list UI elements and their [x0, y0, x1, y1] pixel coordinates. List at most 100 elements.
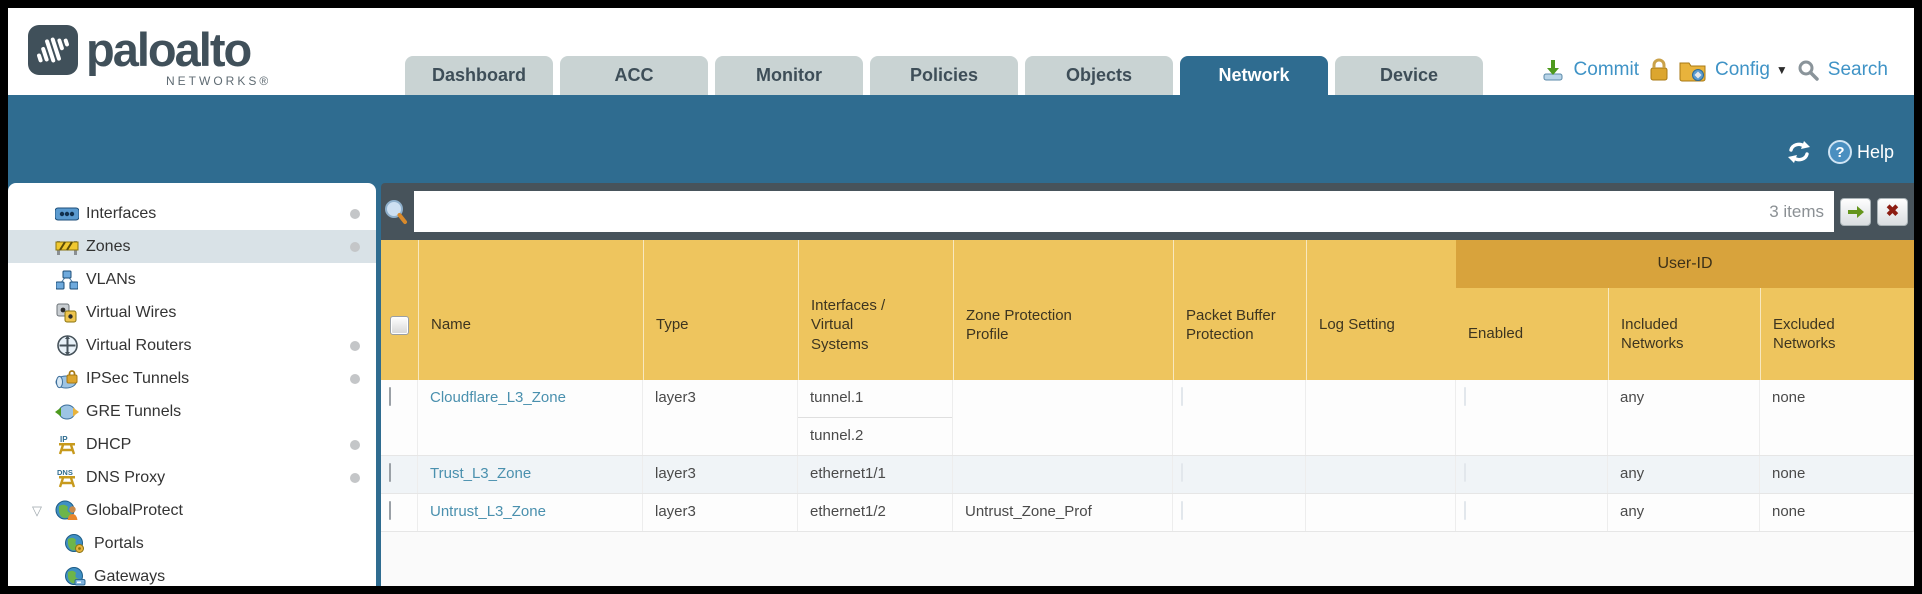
zone-name-link[interactable]: Untrust_L3_Zone — [430, 503, 546, 520]
filter-bar: 3 items ✖ — [381, 183, 1914, 240]
col-header-name[interactable]: Name — [418, 240, 643, 380]
network-nav-tree: Interfaces Zones VLANs — [8, 183, 376, 586]
packet-buffer-protection-checkbox[interactable] — [1181, 387, 1183, 406]
sidebar-item-label: IPSec Tunnels — [86, 369, 190, 387]
sidebar-item-zones[interactable]: Zones — [8, 230, 376, 263]
sidebar-item-vlans[interactable]: VLANs — [8, 263, 376, 296]
svg-text:DNS: DNS — [57, 468, 73, 477]
globalprotect-icon — [54, 500, 80, 522]
interface-entry: tunnel.1 — [798, 380, 952, 418]
tab-dashboard[interactable]: Dashboard — [405, 56, 553, 95]
sidebar-item-globalprotect[interactable]: ▽ GlobalProtect — [8, 494, 376, 527]
config-icon[interactable] — [1679, 58, 1706, 82]
zone-protection-profile-cell: Untrust_Zone_Prof — [953, 494, 1173, 531]
col-header-log-setting[interactable]: Log Setting — [1306, 240, 1456, 380]
zone-name-link[interactable]: Trust_L3_Zone — [430, 465, 532, 482]
user-id-enabled-checkbox[interactable] — [1464, 463, 1466, 482]
filter-search-icon[interactable] — [384, 199, 408, 225]
apply-filter-button[interactable] — [1840, 197, 1871, 226]
tab-monitor[interactable]: Monitor — [715, 56, 863, 95]
sidebar-item-label: GRE Tunnels — [86, 402, 182, 420]
portals-icon — [62, 533, 88, 555]
col-header-excluded-networks[interactable]: Excluded Networks — [1760, 288, 1914, 380]
excluded-networks-cell: none — [1760, 380, 1914, 455]
tab-objects[interactable]: Objects — [1025, 56, 1173, 95]
sidebar-item-gre-tunnels[interactable]: GRE Tunnels — [8, 395, 376, 428]
tab-device[interactable]: Device — [1335, 56, 1483, 95]
tab-network[interactable]: Network — [1180, 56, 1328, 95]
col-header-interfaces[interactable]: Interfaces / Virtual Systems — [798, 240, 953, 380]
lock-icon[interactable] — [1648, 58, 1670, 82]
interface-entry: tunnel.2 — [810, 427, 864, 444]
row-checkbox[interactable] — [389, 387, 391, 406]
sidebar-item-dhcp[interactable]: IP DHCP — [8, 428, 376, 461]
sidebar-item-interfaces[interactable]: Interfaces — [8, 197, 376, 230]
status-dot — [350, 440, 360, 450]
green-arrow-icon — [1847, 205, 1864, 218]
row-checkbox[interactable] — [389, 501, 391, 520]
zone-type-cell: layer3 — [643, 380, 798, 455]
table-header-row: Name Type Interfaces / Virtual Systems Z… — [381, 240, 1914, 380]
user-id-column-group: User-ID Enabled Included Networks Exclud… — [1456, 240, 1914, 380]
status-dot — [350, 209, 360, 219]
col-header-enabled[interactable]: Enabled — [1468, 325, 1524, 343]
table-row: Trust_L3_Zone layer3 ethernet1/1 any non… — [381, 456, 1914, 494]
zone-interfaces-cell: tunnel.1 tunnel.2 — [798, 380, 953, 455]
help-button[interactable]: ? Help — [1827, 140, 1894, 164]
log-setting-cell — [1306, 380, 1456, 455]
packet-buffer-protection-checkbox[interactable] — [1181, 501, 1183, 520]
sidebar-item-virtual-wires[interactable]: Virtual Wires — [8, 296, 376, 329]
group-header-user-id: User-ID — [1456, 240, 1914, 288]
brand-wordmark: paloalto — [86, 23, 252, 76]
vlans-icon — [54, 269, 80, 291]
sidebar-item-ipsec-tunnels[interactable]: IPSec Tunnels — [8, 362, 376, 395]
zone-name-link[interactable]: Cloudflare_L3_Zone — [430, 389, 566, 406]
interfaces-icon — [54, 203, 80, 225]
sidebar-item-virtual-routers[interactable]: Virtual Routers — [8, 329, 376, 362]
sidebar-item-gateways[interactable]: Gateways — [8, 560, 376, 586]
status-dot — [350, 341, 360, 351]
tab-policies[interactable]: Policies — [870, 56, 1018, 95]
gateways-icon — [62, 566, 88, 587]
expand-arrow-icon[interactable]: ▽ — [32, 502, 42, 518]
search-icon[interactable] — [1797, 59, 1819, 81]
virtual-routers-icon — [54, 335, 80, 357]
col-header-type[interactable]: Type — [643, 240, 798, 380]
row-checkbox[interactable] — [389, 463, 391, 482]
config-menu-button[interactable]: Config — [1714, 59, 1770, 80]
zones-main-panel: 3 items ✖ — [381, 183, 1914, 586]
col-header-zone-protection-profile[interactable]: Zone Protection Profile — [953, 240, 1173, 380]
panos-web-console: paloalto NETWORKS® Dashboard ACC Monitor… — [8, 8, 1914, 586]
zones-icon — [54, 236, 80, 258]
col-header-included-networks[interactable]: Included Networks — [1608, 288, 1760, 380]
filter-input[interactable] — [414, 191, 1834, 232]
select-all-checkbox[interactable] — [390, 315, 409, 335]
user-id-enabled-checkbox[interactable] — [1464, 387, 1466, 406]
dns-proxy-icon: DNS — [54, 467, 80, 489]
log-setting-cell — [1306, 494, 1456, 531]
sidebar-item-label: Portals — [94, 534, 144, 552]
commit-button[interactable]: Commit — [1573, 59, 1639, 80]
masthead-actions: Commit Config ▼ Search — [1541, 58, 1888, 82]
tab-acc[interactable]: ACC — [560, 56, 708, 95]
search-button[interactable]: Search — [1827, 59, 1888, 80]
page-toolbar: ? Help — [8, 95, 1914, 183]
item-count: 3 items — [1769, 201, 1824, 221]
clear-filter-button[interactable]: ✖ — [1877, 197, 1908, 226]
user-id-enabled-checkbox[interactable] — [1464, 501, 1466, 520]
sidebar-item-dns-proxy[interactable]: DNS DNS Proxy — [8, 461, 376, 494]
ipsec-tunnels-icon — [54, 368, 80, 390]
zone-type-cell: layer3 — [643, 456, 798, 493]
chevron-down-icon[interactable]: ▼ — [1775, 63, 1788, 77]
refresh-icon[interactable] — [1786, 140, 1812, 164]
sidebar-item-portals[interactable]: Portals — [8, 527, 376, 560]
dhcp-icon: IP — [54, 434, 80, 456]
included-networks-cell: any — [1608, 456, 1760, 493]
col-header-packet-buffer-protection[interactable]: Packet Buffer Protection — [1173, 240, 1306, 380]
brand-sub-wordmark: NETWORKS® — [166, 74, 272, 88]
excluded-networks-cell: none — [1760, 456, 1914, 493]
close-icon: ✖ — [1885, 202, 1900, 220]
table-row: Cloudflare_L3_Zone layer3 tunnel.1 tunne… — [381, 380, 1914, 456]
packet-buffer-protection-checkbox[interactable] — [1181, 463, 1183, 482]
commit-icon[interactable] — [1541, 58, 1565, 82]
